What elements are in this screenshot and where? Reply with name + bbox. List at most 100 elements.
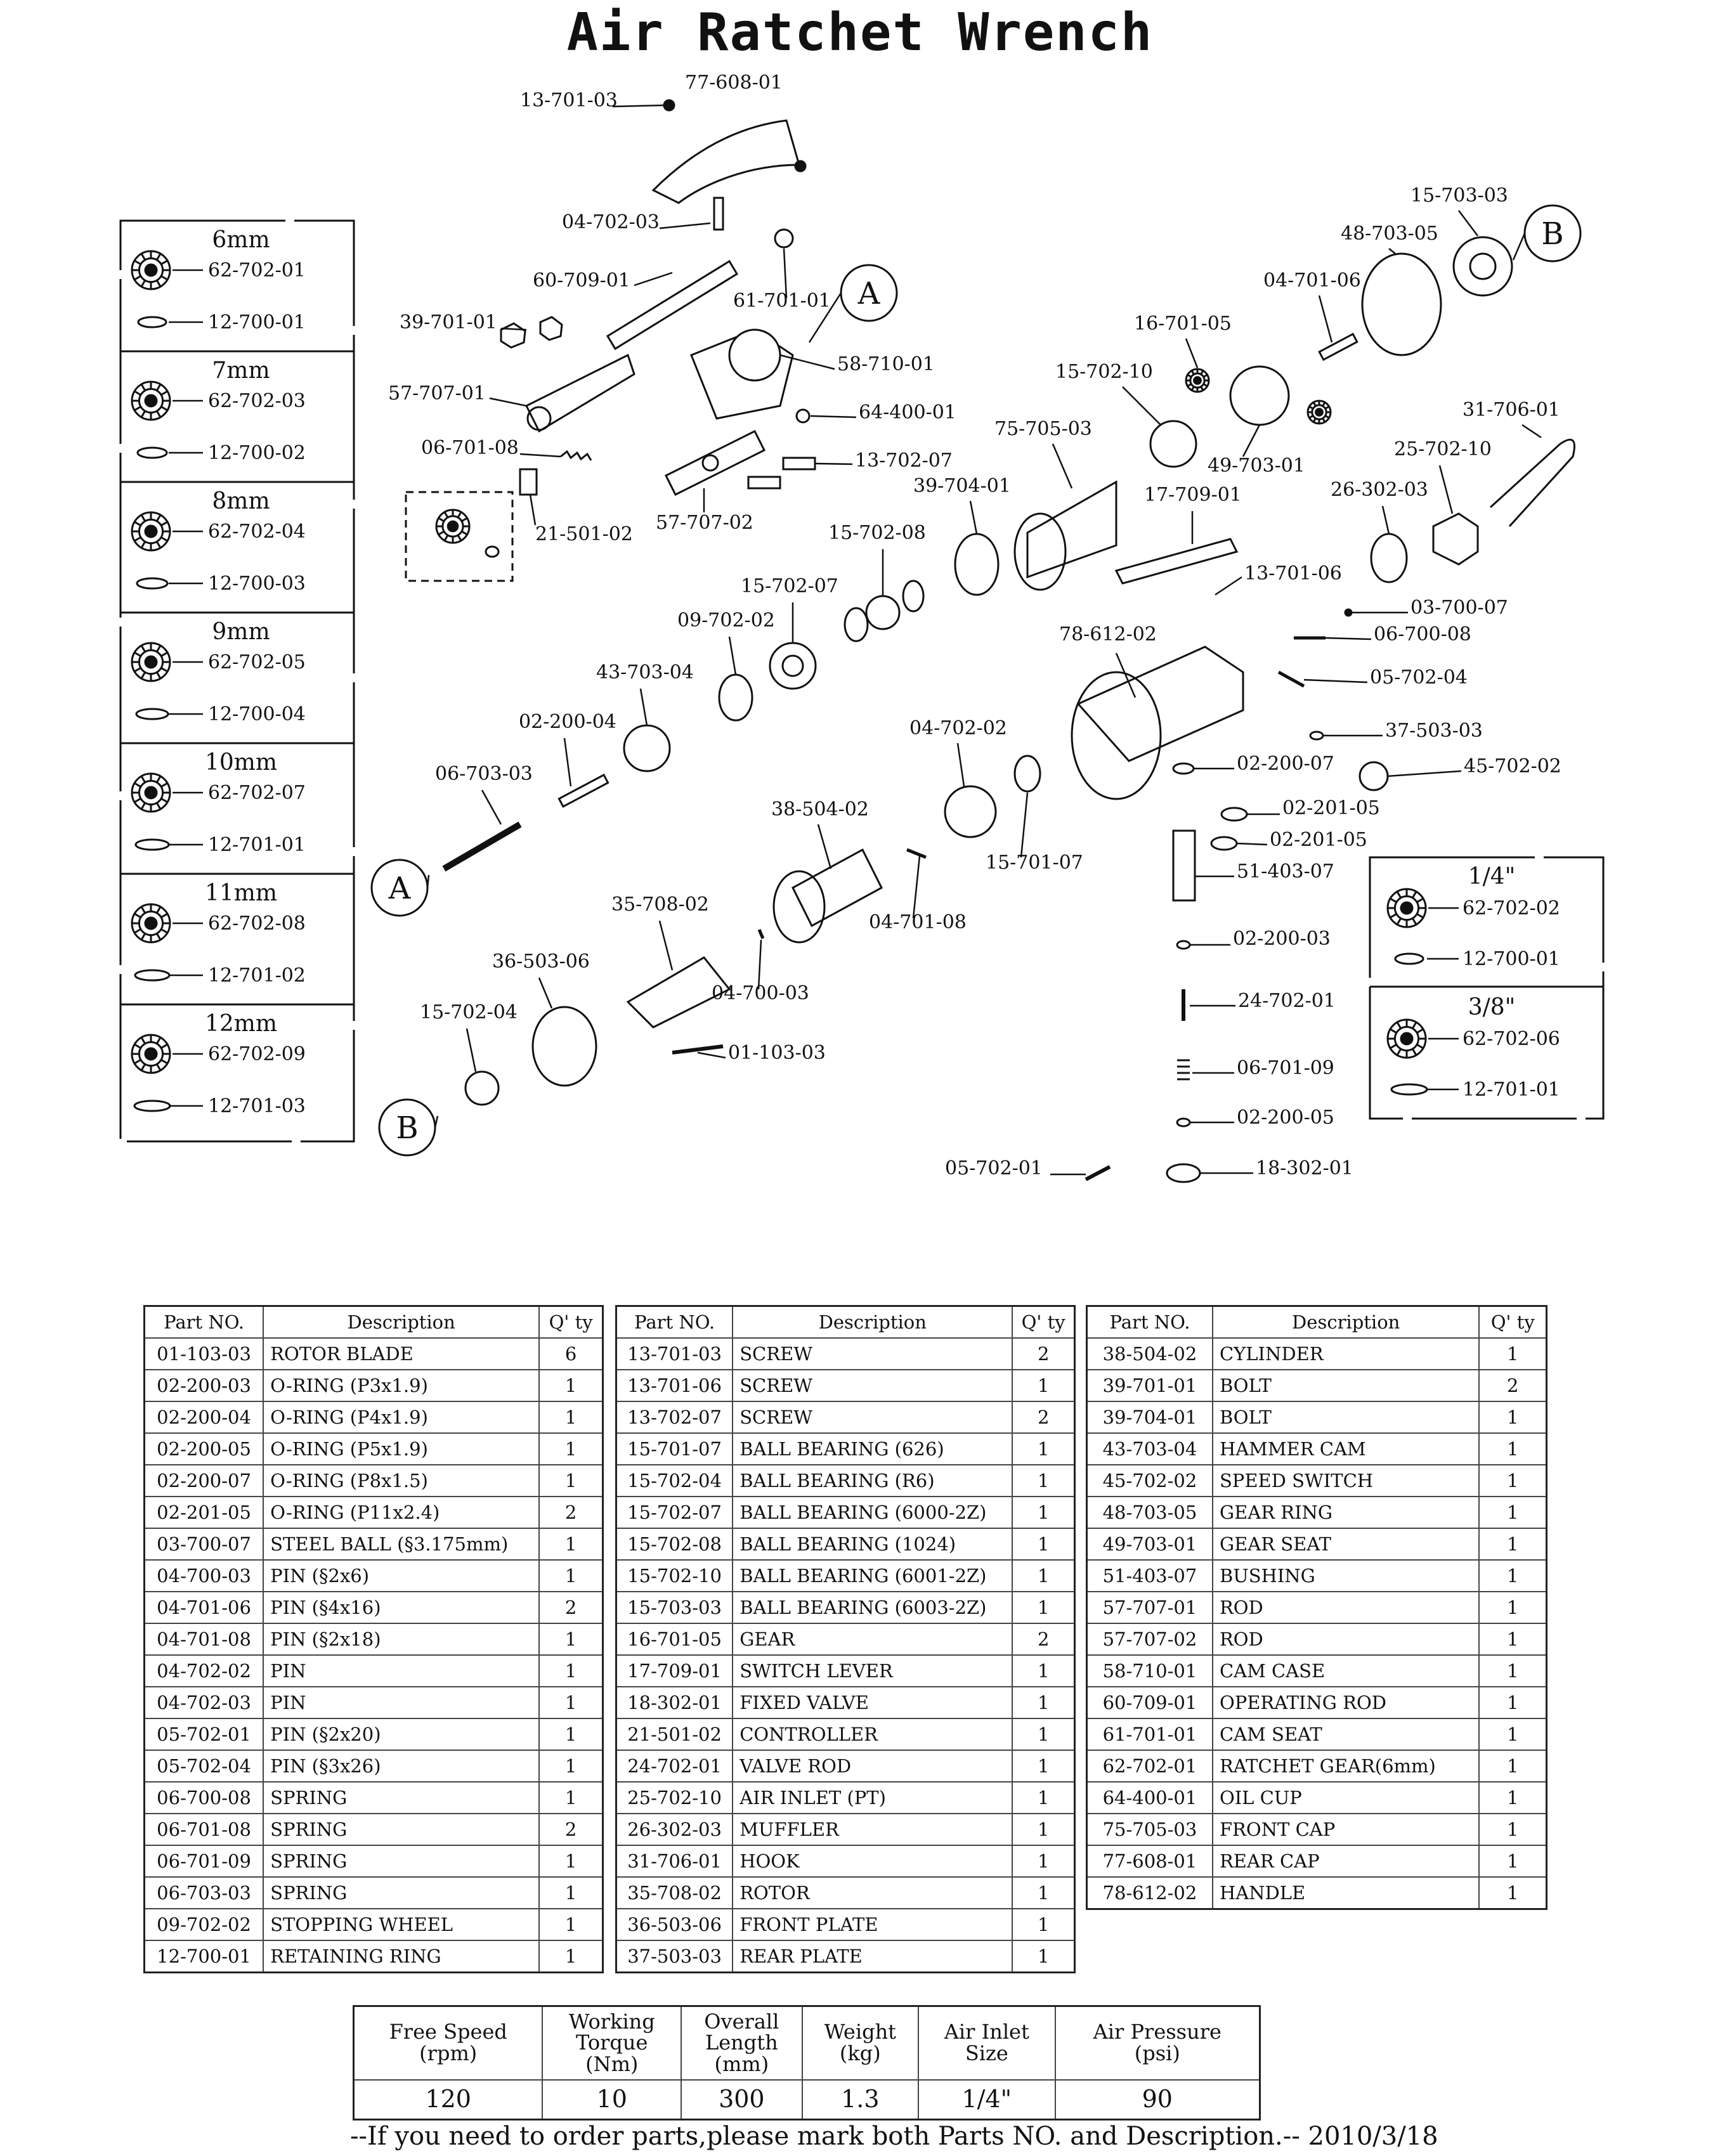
part-no-cell: 15-702-08 <box>615 1528 734 1561</box>
bolt-icon <box>539 316 563 341</box>
socket-size-label: 10mm <box>205 750 277 776</box>
leader-line <box>1052 443 1073 489</box>
qty-cell: 1 <box>538 1559 604 1592</box>
qty-cell: 1 <box>538 1686 604 1719</box>
part-label: 12-701-03 <box>208 1095 306 1117</box>
description-cell: CAM SEAT <box>1211 1718 1480 1751</box>
order-note: --If you need to order parts,please mark… <box>350 2122 1438 2151</box>
leader-line <box>1387 770 1462 777</box>
part-label: 13-701-03 <box>520 89 618 112</box>
description-header: Description <box>732 1305 1013 1339</box>
part-label: 38-504-02 <box>771 798 869 821</box>
rear-cap-shape <box>651 119 800 204</box>
part-no-cell: 01-103-03 <box>143 1337 264 1370</box>
ratchet-gear-icon <box>131 250 171 290</box>
part-no-cell: 15-703-03 <box>615 1591 734 1624</box>
qty-cell: 1 <box>1012 1781 1076 1814</box>
description-cell: GEAR RING <box>1211 1496 1480 1529</box>
qty-cell: 1 <box>1478 1432 1547 1465</box>
part-no-cell: 36-503-06 <box>615 1908 734 1941</box>
leader-line <box>810 415 857 419</box>
pin-shape <box>1318 332 1358 361</box>
part-no-cell: 49-703-01 <box>1086 1528 1213 1561</box>
description-cell: PIN <box>263 1686 540 1719</box>
description-cell: SCREW <box>732 1369 1013 1402</box>
callout-circle <box>1523 204 1582 263</box>
qty-cell: 1 <box>1012 1686 1076 1719</box>
description-cell: PIN (§2x18) <box>263 1623 540 1656</box>
ratchet-gear-icon <box>131 772 171 813</box>
qty-cell: 2 <box>538 1591 604 1624</box>
part-no-cell: 38-504-02 <box>1086 1337 1213 1370</box>
part-label: 06-701-09 <box>1237 1057 1334 1079</box>
qty-cell: 2 <box>538 1813 604 1846</box>
qty-cell: 1 <box>1012 1559 1076 1592</box>
socket-size-label: 8mm <box>212 488 270 514</box>
retaining-ring-icon <box>136 446 168 459</box>
part-label: 04-701-08 <box>869 911 967 933</box>
description-cell: HOOK <box>732 1845 1013 1878</box>
steel-ball-icon <box>1344 608 1353 617</box>
leader-line <box>1303 679 1368 684</box>
part-label: 03-700-07 <box>1411 597 1508 619</box>
qty-cell: 1 <box>538 1464 604 1497</box>
part-label: 15-701-07 <box>986 852 1083 874</box>
part-no-cell: 15-702-04 <box>615 1464 734 1497</box>
part-label: 39-704-01 <box>913 475 1011 497</box>
bolt-icon <box>500 322 526 349</box>
part-label: 61-701-01 <box>733 290 831 312</box>
callout-label: A <box>857 276 881 311</box>
qty-cell: 1 <box>1012 1845 1076 1878</box>
qty-cell: 1 <box>1478 1718 1547 1751</box>
leader-line <box>658 920 674 971</box>
part-label: 31-706-01 <box>1463 399 1560 421</box>
part-no-cell: 09-702-02 <box>143 1908 264 1941</box>
description-cell: PIN (§2x6) <box>263 1559 540 1592</box>
part-label: 57-707-01 <box>388 382 486 405</box>
ratchet-gear-icon <box>1386 888 1427 928</box>
description-cell: O-RING (P3x1.9) <box>263 1369 540 1402</box>
part-no-cell: 57-707-02 <box>1086 1623 1213 1656</box>
part-label: 12-700-01 <box>208 311 306 334</box>
spec-value-cell: 90 <box>1054 2079 1261 2120</box>
callout-label: B <box>396 1110 418 1146</box>
part-no-cell: 05-702-04 <box>143 1750 264 1783</box>
socket-size-label: 1/4" <box>1468 864 1516 890</box>
bearing-bore <box>1469 252 1497 280</box>
socket-size-label: 9mm <box>212 619 270 645</box>
part-no-cell: 77-608-01 <box>1086 1845 1213 1878</box>
bearing-6003-shape <box>1452 236 1513 297</box>
qty-cell: 1 <box>1012 1464 1076 1497</box>
part-label: 12-701-02 <box>208 964 306 987</box>
bearing-r6-shape <box>464 1070 500 1106</box>
leader-line <box>1521 424 1542 439</box>
qty-cell: 1 <box>1478 1876 1547 1910</box>
leader-line <box>757 939 762 990</box>
leader-line <box>779 354 835 370</box>
leader-line <box>1388 248 1396 254</box>
o-ring-icon <box>1176 940 1191 950</box>
qty-cell: 1 <box>1012 1718 1076 1751</box>
part-label: 04-701-06 <box>1263 270 1361 292</box>
leader-line <box>612 104 667 108</box>
bearing-shape <box>769 642 817 690</box>
spring-shape <box>442 821 522 872</box>
part-label: 37-503-03 <box>1385 720 1483 742</box>
rotor-blade-shape <box>672 1044 724 1055</box>
